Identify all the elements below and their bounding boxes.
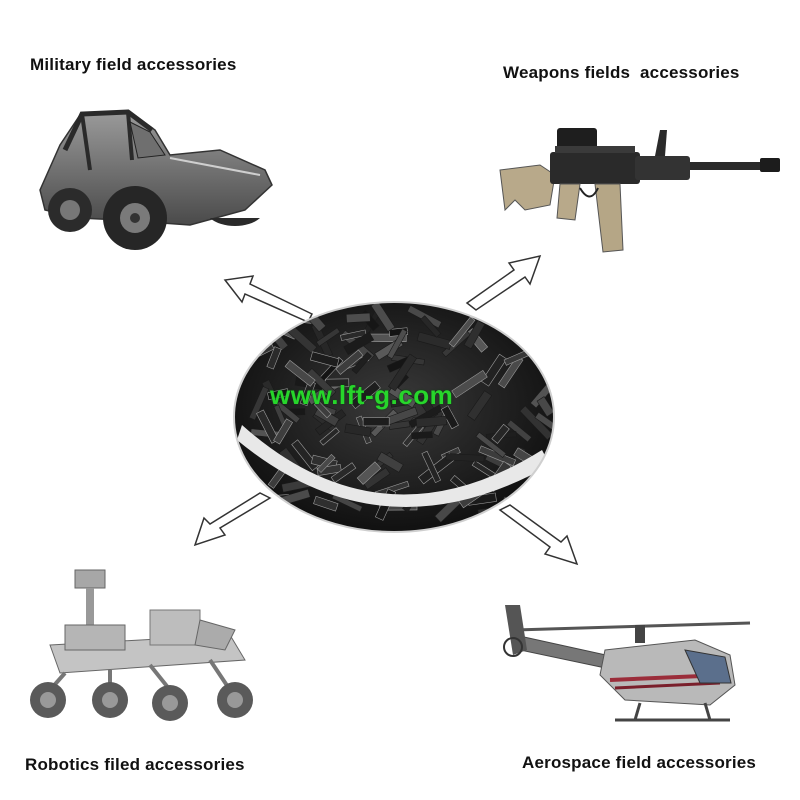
pellet [330, 462, 357, 484]
pellet [451, 369, 488, 399]
robotics-field-label: Robotics filed accessories [25, 755, 245, 774]
pellet [316, 464, 342, 476]
weapons-field-label: Weapons fields accessories [503, 63, 740, 82]
pellet [506, 419, 532, 443]
pellet [445, 453, 485, 463]
pellet [475, 431, 507, 459]
pellet [386, 328, 408, 360]
pellet [349, 380, 381, 410]
pellet [335, 349, 364, 375]
military-vehicle-icon [39, 109, 273, 250]
pellet [467, 390, 493, 421]
pellet [274, 400, 301, 424]
pellet [388, 384, 418, 409]
pellet [536, 396, 554, 418]
pellet [362, 467, 391, 490]
pellet [388, 353, 417, 392]
pellet [248, 386, 270, 421]
pellet [316, 453, 336, 473]
pellet [491, 423, 510, 444]
pellet [537, 307, 554, 328]
pellet [284, 359, 316, 387]
pellet [247, 497, 279, 512]
aerospace-field-label: Aerospace field accessories [522, 753, 757, 772]
pellet [534, 411, 554, 437]
pellet [315, 327, 341, 347]
pellet [319, 427, 340, 446]
pellet [344, 423, 372, 437]
pellet [481, 353, 508, 387]
pellet [267, 388, 290, 400]
rover-robot-icon [30, 569, 253, 721]
pellet [529, 330, 545, 356]
pellet [340, 329, 367, 341]
watermark-url: www.lft-g.com [270, 380, 454, 410]
pellet [309, 351, 340, 368]
arrow-to-military [223, 275, 314, 323]
pellet [376, 451, 404, 473]
pellet [420, 315, 442, 338]
pellet [306, 368, 337, 398]
helicopter-icon [503, 605, 751, 722]
pellet [351, 351, 372, 375]
pellet [516, 496, 539, 515]
pellet [331, 492, 363, 513]
pellet [273, 418, 293, 445]
carbon-fiber-pellets-bowl [233, 301, 555, 533]
arrow-to-weapons [465, 254, 542, 311]
pellet [345, 312, 371, 324]
pellet [362, 417, 390, 427]
pellet [463, 320, 486, 350]
pellet [528, 302, 551, 326]
arrow-to-robotics [193, 492, 272, 547]
pellet [518, 304, 539, 331]
pellet [448, 316, 476, 348]
pellet [266, 346, 282, 370]
rifle-icon [499, 128, 780, 253]
pellet [415, 415, 448, 428]
pellet [421, 450, 442, 483]
pellet [313, 495, 339, 512]
pellet [531, 303, 554, 327]
pellet [356, 461, 382, 485]
pellet [411, 431, 433, 440]
pellet [313, 400, 332, 419]
pellet [248, 316, 271, 351]
arrow-to-aerospace [498, 504, 579, 566]
military-field-label: Military field accessories [30, 55, 237, 74]
pellet [534, 488, 554, 506]
pellet [343, 331, 375, 356]
